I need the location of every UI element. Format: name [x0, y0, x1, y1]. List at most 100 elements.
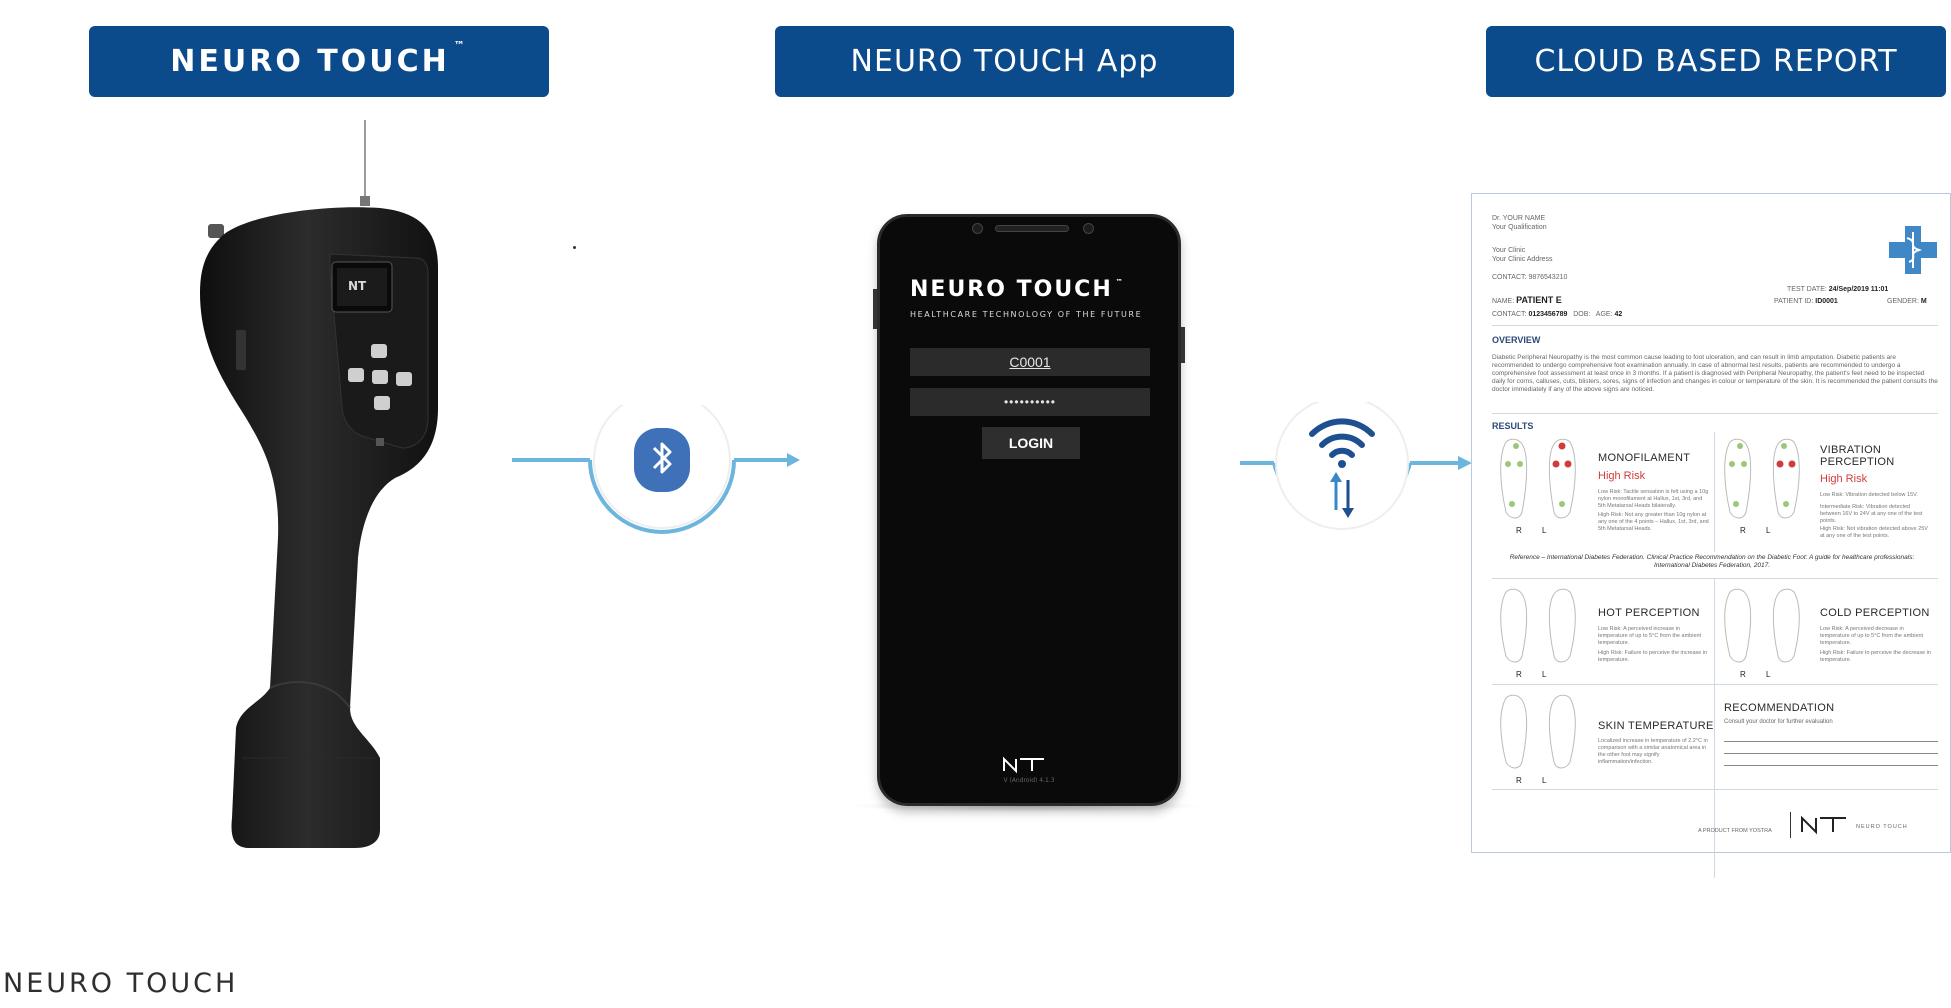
recommendation-line: [1724, 765, 1938, 766]
stray-dot: [573, 246, 576, 249]
age-label: AGE:: [1595, 311, 1613, 318]
cold-perception-foot-map: [1724, 588, 1800, 663]
doctor-name: Dr. YOUR NAME: [1492, 215, 1546, 222]
patient-name: NAME: PATIENT E: [1492, 296, 1562, 306]
gender: GENDER: M: [1887, 297, 1927, 306]
monofilament-title: MONOFILAMENT: [1598, 452, 1691, 464]
vibration-foot-map: [1724, 438, 1800, 519]
test-date-value: 24/Sep/2019 11:01: [1828, 286, 1889, 293]
cold-perception-title: COLD PERCEPTION: [1820, 607, 1930, 619]
patient-contact: CONTACT: 0123456789 DOB: AGE: 42: [1492, 310, 1622, 319]
recommendation-title: RECOMMENDATION: [1724, 702, 1835, 714]
phone-brand-tm: ™: [1115, 278, 1125, 286]
doctor-contact-label: CONTACT:: [1492, 274, 1527, 281]
neuro-touch-device: NT: [180, 118, 460, 848]
recommendation-line: [1724, 741, 1938, 742]
foot-label-left: L: [1766, 670, 1771, 679]
vibration-intermediate-note: Intermediate Risk: Vibration detected be…: [1820, 504, 1923, 524]
phone-power-button: [1181, 327, 1185, 363]
foot-label-right: R: [1516, 670, 1522, 679]
grid-divider: [1714, 432, 1715, 552]
vibration-title-line2: PERCEPTION: [1820, 456, 1895, 468]
product-from: A PRODUCT FROM YOSTRA: [1698, 828, 1772, 834]
vibration-low-note: Low Risk: Vibration detected below 15V.: [1820, 492, 1918, 498]
patient-contact-value: 0123456789: [1528, 311, 1568, 318]
monofilament-high-note: High Risk: Not any greater than 10g nylo…: [1598, 512, 1709, 532]
vibration-risk: High Risk: [1820, 473, 1868, 485]
divider: [1492, 325, 1938, 326]
wifi-connector: [1240, 402, 1472, 538]
age-value: 42: [1614, 311, 1623, 318]
overview-text: Diabetic Peripheral Neuropathy is the mo…: [1492, 354, 1938, 393]
skin-temperature-title: SKIN TEMPERATURE: [1598, 720, 1714, 732]
device-illustration: NT: [200, 120, 438, 848]
grid-divider: [1714, 578, 1715, 878]
cold-high-note: High Risk: Failure to perceive the decre…: [1820, 650, 1931, 663]
phone-tagline: HEALTHCARE TECHNOLOGY OF THE FUTURE: [910, 310, 1143, 319]
nt-logo: NT: [1000, 755, 1044, 774]
patient-id-value: ID0001: [1815, 298, 1838, 305]
foot-label-right: R: [1516, 776, 1522, 785]
cold-low-note: Low Risk: A perceived decrease in temper…: [1820, 626, 1924, 646]
phone-logo-text: NT: [1000, 755, 1002, 756]
foot-label-right: R: [1740, 670, 1746, 679]
overview-heading: OVERVIEW: [1492, 335, 1541, 345]
monofilament-low-note: Low Risk: Tactile sensation is felt usin…: [1598, 489, 1709, 509]
doctor-contact-value: 9876543210: [1528, 274, 1568, 281]
trademark-mark: ™: [453, 39, 468, 52]
wifi-sync-icon: [1309, 418, 1375, 518]
phone-volume-button: [873, 289, 877, 329]
recommendation-line: [1724, 753, 1938, 754]
phone-speaker: [995, 225, 1069, 232]
report-header: CLOUD BASED REPORT: [1486, 26, 1946, 97]
cloud-report: Dr. YOUR NAME Your Qualification Your Cl…: [1471, 193, 1951, 878]
report-header-label: CLOUD BASED REPORT: [1534, 44, 1898, 79]
gender-label: GENDER:: [1887, 298, 1919, 305]
medical-cross-icon: [1889, 226, 1937, 274]
app-header-label: NEURO TOUCH App: [850, 44, 1159, 79]
monofilament-risk: High Risk: [1598, 470, 1646, 482]
app-version: V (Android) 4.1.3: [1003, 777, 1055, 784]
app-header: NEURO TOUCH App: [775, 26, 1234, 97]
patient-name-label: NAME:: [1492, 298, 1515, 305]
foot-label-left: L: [1766, 526, 1771, 535]
divider: [1492, 789, 1938, 790]
results-heading: RESULTS: [1492, 421, 1534, 431]
test-date: TEST DATE: 24/Sep/2019 11:01: [1787, 285, 1888, 294]
hot-perception-foot-map: [1500, 588, 1576, 663]
gender-value: M: [1920, 298, 1927, 305]
divider: [1492, 413, 1938, 414]
reference-note: Reference – International Diabetes Feder…: [1509, 554, 1915, 569]
foot-label-left: L: [1542, 526, 1547, 535]
patient-contact-label: CONTACT:: [1492, 311, 1527, 318]
patient-id-label: PATIENT ID:: [1774, 298, 1814, 305]
password-input[interactable]: [910, 388, 1150, 416]
login-button[interactable]: LOGIN: [982, 427, 1080, 459]
vibration-title: VIBRATION: [1820, 444, 1882, 456]
skin-temperature-note: Localized increase in temperature of 2.2…: [1598, 738, 1708, 765]
grid-divider: [1492, 684, 1938, 685]
clinic-name: Your Clinic: [1492, 247, 1526, 254]
dob-label: DOB:: [1573, 311, 1591, 318]
device-screen-logo: NT: [348, 279, 367, 293]
skin-temperature-foot-map: [1500, 694, 1576, 769]
phone-sensor: [1083, 223, 1094, 234]
report-nt-logo: [1801, 815, 1846, 835]
doctor-qualification: Your Qualification: [1492, 224, 1547, 231]
patient-name-value: PATIENT E: [1516, 295, 1562, 305]
phone-camera: [972, 223, 983, 234]
test-date-label: TEST DATE:: [1787, 286, 1827, 293]
phone-brand-text: NEURO TOUCH: [910, 277, 1113, 302]
username-input[interactable]: [910, 348, 1150, 376]
doctor-contact: CONTACT: 9876543210: [1492, 273, 1567, 282]
recommendation-text: Consult your doctor for further evaluati…: [1724, 719, 1833, 725]
hot-perception-title: HOT PERCEPTION: [1598, 607, 1700, 619]
monofilament-foot-map: [1500, 438, 1576, 519]
bluetooth-icon: [634, 428, 690, 492]
clinic-address: Your Clinic Address: [1492, 256, 1553, 263]
foot-label-left: L: [1542, 670, 1547, 679]
hot-low-note: Low Risk: A perceived increase in temper…: [1598, 626, 1702, 646]
